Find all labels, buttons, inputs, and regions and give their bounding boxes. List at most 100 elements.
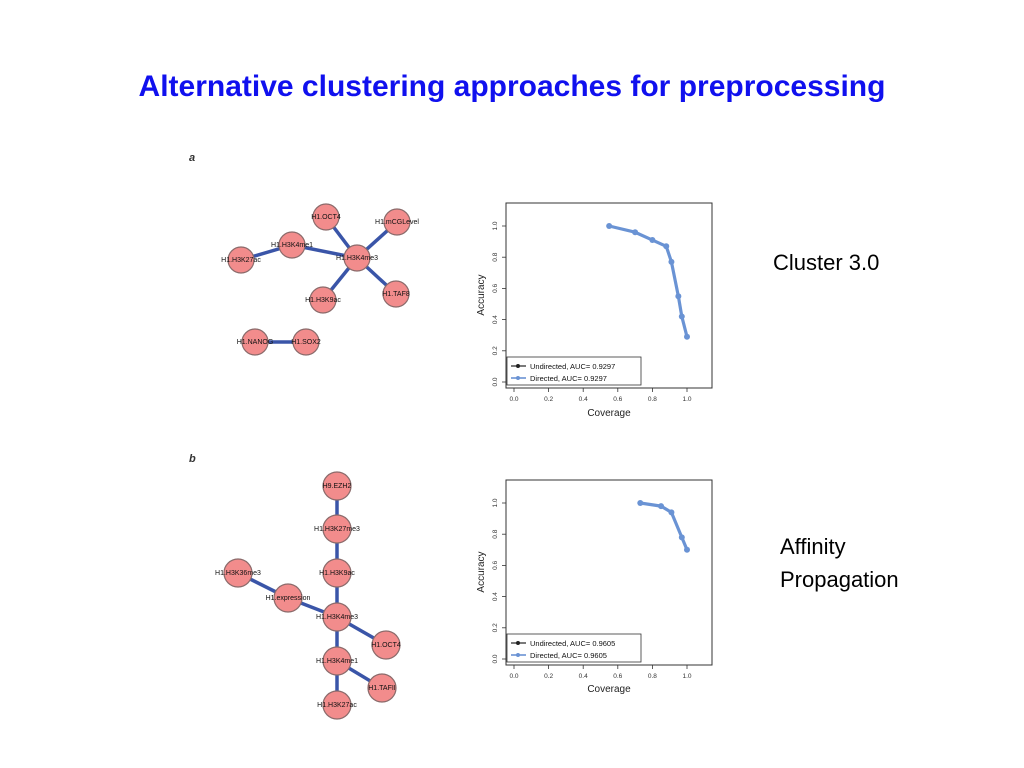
x-tick-label: 0.4 [579, 673, 588, 680]
y-axis-label: Accuracy [476, 274, 487, 315]
node-h9-ezh2 [322, 471, 352, 501]
y-tick-label: 1.0 [492, 498, 499, 507]
label-nanog: H1.NANOG [237, 339, 274, 346]
y-tick-label: 0.4 [492, 315, 499, 324]
node-h1-mcglevel [383, 208, 411, 236]
node-h1-h3k9ac [322, 558, 352, 588]
panel-a-method-label: Cluster 3.0 [773, 250, 880, 275]
series-line [608, 224, 689, 338]
panel-b-letter: b [189, 453, 196, 465]
y-tick-label: 1.0 [492, 221, 499, 230]
x-tick-label: 0.2 [544, 673, 553, 680]
label-tafii: H1.TAFII [368, 685, 396, 692]
label-h3k27me3: H1.H3K27me3 [314, 526, 360, 533]
node-h1-h3k36me3 [223, 558, 253, 588]
panel-a-roc-chart: 0.0 0.2 0.4 0.6 0.8 1.0 0.0 0.2 0.4 0.6 0.8 1.0 Co… [476, 202, 713, 419]
label-h3k4me1: H1.H3K4me1 [271, 242, 313, 249]
data-point [668, 258, 675, 265]
y-tick-label: 0.6 [492, 561, 499, 570]
data-point [678, 534, 685, 541]
panel-a-letter: a [189, 152, 196, 164]
node-h1-nanog [241, 328, 269, 356]
legend-box [506, 633, 642, 663]
node-h1-h3k27ac [322, 690, 352, 720]
panel-b-roc-chart: 0.0 0.2 0.4 0.6 0.8 1.0 0.0 0.2 0.4 0.6 0.8 1.0 Co… [476, 479, 713, 695]
legend-box [506, 356, 642, 386]
panel-b-method-label-line2: Propagation [780, 567, 899, 592]
node-h1-tafii [367, 673, 397, 703]
data-point [606, 223, 613, 229]
x-tick-label: 0.4 [579, 396, 588, 403]
label-h3k9ac: H1.H3K9ac [305, 297, 341, 304]
node-h1-expression [273, 583, 303, 613]
label-oct4: H1.OCT4 [311, 214, 341, 221]
legend-directed-label: Directed, AUC= 0.9297 [530, 374, 607, 383]
x-tick-label: 0.2 [544, 396, 553, 403]
x-tick-label: 0.0 [509, 673, 518, 680]
series-line [640, 501, 689, 551]
legend-undirected-label: Undirected, AUC= 0.9605 [530, 639, 615, 648]
node-h1-h3k4me3 [322, 602, 352, 632]
label-h3k4me3: H1.H3K4me3 [336, 255, 378, 262]
label-h3k27ac: H1.H3K27ac [221, 257, 261, 264]
node-h1-h3k27me3 [322, 514, 352, 544]
legend-undirected-label: Undirected, AUC= 0.9297 [530, 362, 615, 371]
label-ezh2: H9.EZH2 [323, 483, 352, 490]
data-point [684, 333, 690, 340]
label-h3k9ac: H1.H3K9ac [319, 570, 355, 577]
plot-frame [505, 202, 713, 389]
node-h1-taf [382, 280, 410, 308]
node-h1-h3k9ac [309, 286, 337, 314]
legend-directed-label: Directed, AUC= 0.9605 [530, 651, 607, 660]
label-mcglevel: H1.mCGLevel [375, 219, 419, 226]
x-tick-label: 1.0 [682, 673, 691, 680]
label-expression: H1.expression [266, 595, 311, 602]
y-tick-label: 0.6 [492, 284, 499, 293]
y-tick-label: 0.0 [492, 654, 499, 663]
data-point [684, 546, 690, 553]
y-tick-label: 0.2 [492, 346, 499, 355]
label-h3k27ac: H1.H3K27ac [317, 702, 357, 709]
plot-frame [505, 479, 713, 666]
label-oct4: H1.OCT4 [371, 642, 401, 649]
x-tick-label: 0.8 [648, 673, 657, 680]
y-tick-label: 0.8 [492, 252, 499, 261]
label-h3k4me3: H1.H3K4me3 [316, 614, 358, 621]
label-taf: H1.TAF8 [382, 291, 410, 298]
panel-b-network: H9.EZH2 H1.H3K27me3 H1.H3K9ac H1.H3K36me… [215, 471, 401, 720]
y-tick-label: 0.2 [492, 623, 499, 632]
data-point [668, 509, 675, 516]
legend-directed-marker [516, 653, 520, 657]
y-tick-label: 0.4 [492, 592, 499, 601]
x-tick-label: 0.0 [509, 396, 518, 403]
x-axis-label: Coverage [587, 684, 631, 695]
node-h1-oct4 [371, 630, 401, 660]
legend-directed-marker [516, 376, 520, 380]
data-point [658, 503, 665, 510]
x-axis-label: Coverage [587, 408, 631, 419]
x-tick-label: 1.0 [682, 396, 691, 403]
data-point [649, 237, 656, 244]
data-point [675, 293, 682, 300]
node-h1-h3k4me1 [322, 646, 352, 676]
x-tick-label: 0.6 [613, 673, 622, 680]
label-h3k4me1: H1.H3K4me1 [316, 658, 358, 665]
label-sox2: H1.SOX2 [291, 339, 321, 346]
node-h1-oct4 [312, 203, 340, 231]
node-h1-h3k4me1 [278, 231, 306, 259]
y-tick-label: 0.0 [492, 377, 499, 386]
x-tick-label: 0.6 [613, 396, 622, 403]
y-tick-label: 0.8 [492, 529, 499, 538]
data-point [637, 500, 644, 506]
data-point [663, 243, 670, 250]
legend-undirected-marker [516, 641, 520, 645]
node-h1-h3k4me3 [343, 244, 371, 272]
y-axis-label: Accuracy [476, 551, 487, 592]
panel-a-network: H1.OCT4 H1.mCGLevel H1.H3K4me1 H1.H3K4me… [221, 203, 419, 356]
x-tick-label: 0.8 [648, 396, 657, 403]
data-point [632, 229, 639, 236]
data-point [678, 313, 685, 320]
panel-b-method-label-line1: Affinity [780, 534, 846, 559]
node-h1-sox2 [292, 328, 320, 356]
node-h1-h3k27ac [227, 246, 255, 274]
